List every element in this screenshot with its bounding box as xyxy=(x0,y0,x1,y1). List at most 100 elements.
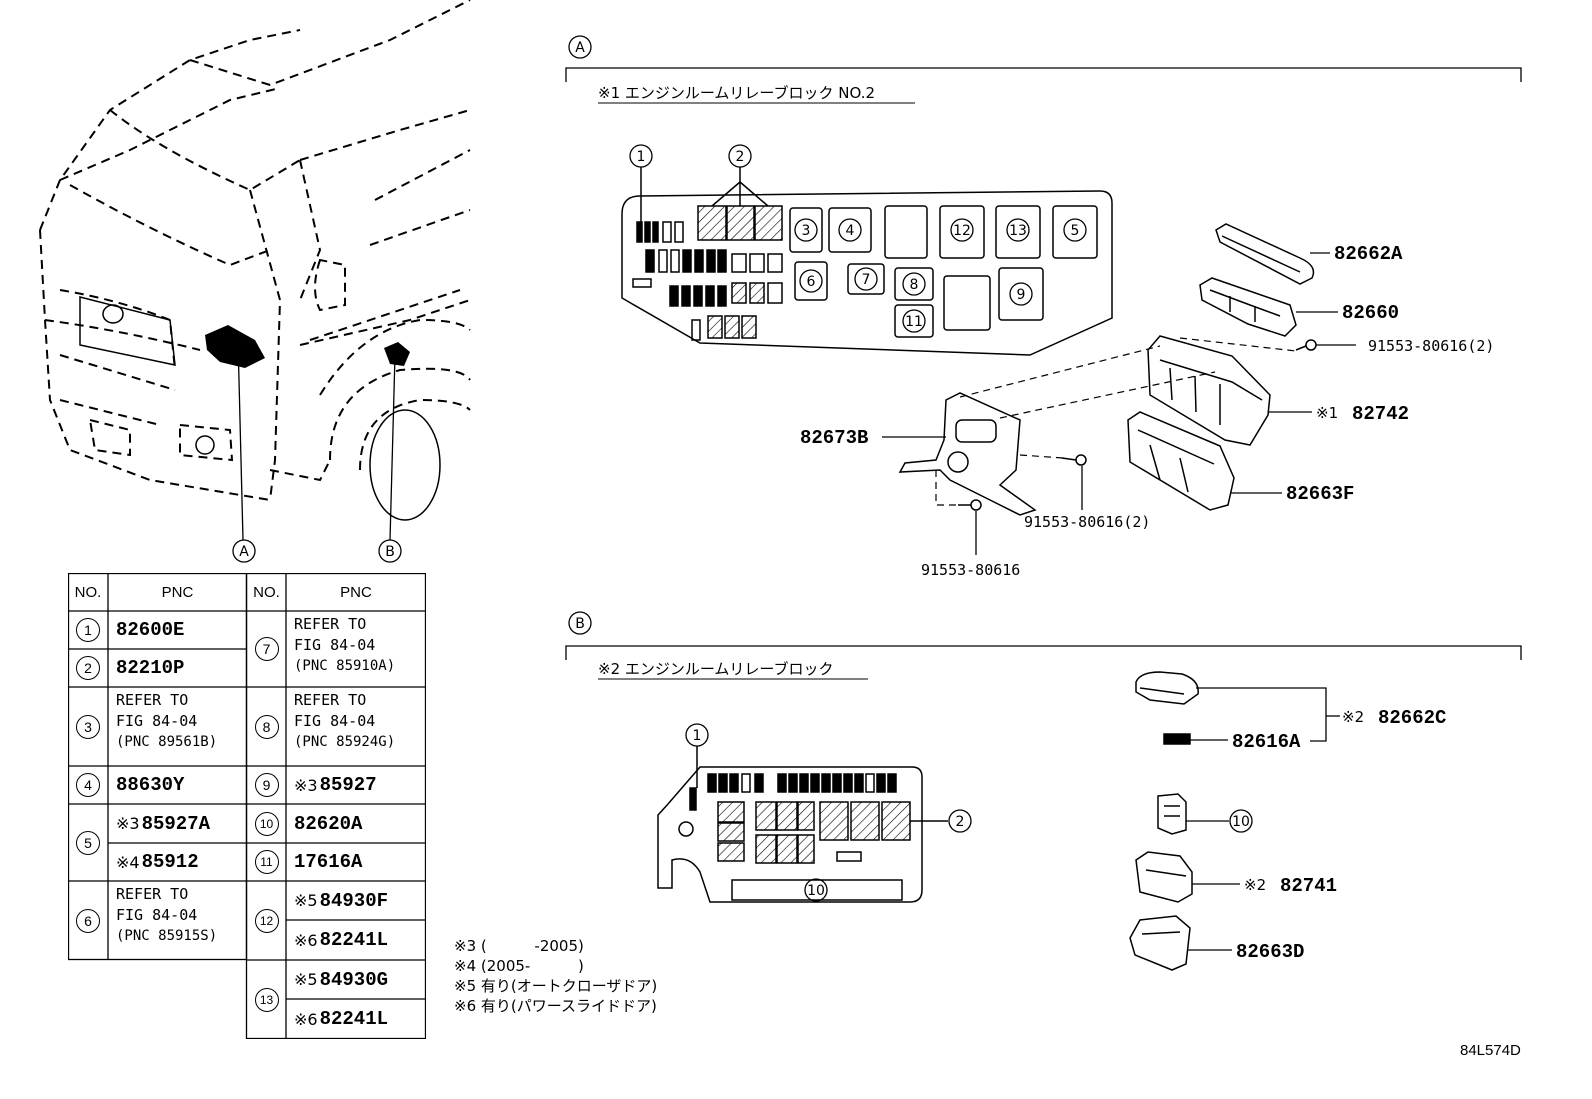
part-bolt-mid: 91553-80616(2) xyxy=(1024,513,1150,531)
table-row-no-8: 8 xyxy=(247,687,286,766)
figure-code: 84L574D xyxy=(1460,1042,1521,1059)
table-row-pnc-4: 88630Y xyxy=(116,774,185,796)
part-82663D: 82663D xyxy=(1236,941,1304,963)
pnc-table: NO. PNC NO. PNC 1 82600E 2 82210P 3 REFE… xyxy=(68,573,426,1039)
table-row-no-12: 12 xyxy=(247,881,286,960)
part-82662C: 82662C xyxy=(1378,707,1446,729)
table-row-no-3: 3 xyxy=(68,687,108,766)
part-82662A: 82662A xyxy=(1334,243,1403,265)
relay-block-a xyxy=(621,167,1113,356)
parts-b-callout-10-label: 10 xyxy=(1232,814,1250,830)
relay-block-b xyxy=(657,746,948,903)
table-row-no-4: 4 xyxy=(68,766,108,804)
table-header-no-right: NO. xyxy=(253,583,280,601)
vehicle-callout-b-label: B xyxy=(385,544,395,560)
relay-block-location-marks xyxy=(205,325,410,368)
vehicle-callout-a: A xyxy=(232,539,256,563)
callout-a-5: 5 xyxy=(1071,223,1080,239)
table-row-no-6: 6 xyxy=(68,881,108,960)
parts-b-drawings xyxy=(1129,671,1199,971)
table-row-no-11: 11 xyxy=(247,843,286,881)
part-bolt-top: 91553-80616(2) xyxy=(1368,337,1494,355)
part-82660: 82660 xyxy=(1342,302,1399,324)
section-a-title: ※1 エンジンルームリレーブロック NO.2 xyxy=(598,84,875,102)
callout-a-3: 3 xyxy=(802,223,811,239)
callout-a-8: 8 xyxy=(910,277,919,293)
table-row-pnc-11: 17616A xyxy=(294,851,363,873)
parts-a-leaders xyxy=(882,252,1356,555)
footnote-6: ※6 有り(パワースライドドア) xyxy=(454,997,657,1015)
callout-b-2: 2 xyxy=(956,814,965,830)
table-row-pnc-10: 82620A xyxy=(294,812,363,835)
section-b-header: B ※2 エンジンルームリレーブロック xyxy=(565,611,1522,680)
part-82742: 82742 xyxy=(1352,403,1409,425)
footnote-5: ※5 有り(オートクローザドア) xyxy=(454,977,658,995)
table-row-no-7: 7 xyxy=(247,611,286,687)
footnotes: ※3 ( -2005) ※4 (2005- ) ※5 有り(オートクローザドア)… xyxy=(454,936,657,1016)
section-a-label: A xyxy=(575,40,585,56)
callout-a-12: 12 xyxy=(953,223,971,239)
vehicle-callout-b: B xyxy=(378,539,402,563)
part-82742-mark: ※1 xyxy=(1316,404,1338,422)
table-row-pnc-1: 82600E xyxy=(116,619,185,641)
parts-b-labels: ※2 82662C 82616A ※2 82741 82663D xyxy=(1232,707,1446,963)
section-a-header: A ※1 エンジンルームリレーブロック NO.2 xyxy=(565,35,1522,104)
part-82662C-mark: ※2 xyxy=(1342,708,1364,726)
footnote-4: ※4 (2005- ) xyxy=(454,957,584,975)
vehicle-callout-a-label: A xyxy=(239,544,249,560)
part-82741: 82741 xyxy=(1280,875,1337,897)
callout-b-10: 10 xyxy=(807,883,825,899)
part-bolt-low: 91553-80616 xyxy=(921,561,1020,579)
table-row-no-10: 10 xyxy=(247,804,286,843)
relay-block-b-callout-labels: 1 2 10 xyxy=(693,728,965,899)
part-82616A: 82616A xyxy=(1232,731,1301,753)
part-82663F: 82663F xyxy=(1286,483,1354,505)
parts-b-leaders xyxy=(1186,687,1340,951)
parts-a-dashed-guides xyxy=(935,337,1297,506)
callout-a-2: 2 xyxy=(736,149,745,165)
parts-a-drawings xyxy=(898,223,1317,516)
vehicle-solid-details xyxy=(79,296,441,521)
section-b-title: ※2 エンジンルームリレーブロック xyxy=(598,660,834,678)
footnote-3: ※3 ( -2005) xyxy=(454,937,584,955)
relay-block-a-callouts xyxy=(629,144,1087,333)
relay-block-b-callouts xyxy=(685,723,972,902)
parts-b-callout-10: 10 xyxy=(1229,809,1253,833)
table-row-pnc-2: 82210P xyxy=(116,657,185,679)
relay-block-a-callout-labels: 1 2 3 4 12 13 5 6 7 8 9 11 xyxy=(637,149,1080,330)
table-row-no-13: 13 xyxy=(247,960,286,1039)
callout-a-6: 6 xyxy=(807,274,816,290)
callout-a-4: 4 xyxy=(846,223,855,239)
table-row-no-1: 1 xyxy=(68,611,108,649)
table-header-pnc-left: PNC xyxy=(161,583,194,601)
table-row-no-5: 5 xyxy=(68,804,108,881)
section-b-label: B xyxy=(575,616,585,632)
callout-a-9: 9 xyxy=(1017,287,1026,303)
table-header-pnc-right: PNC xyxy=(340,583,372,601)
part-82741-mark: ※2 xyxy=(1244,876,1266,894)
table-header-no-left: NO. xyxy=(74,583,102,601)
table-row-no-2: 2 xyxy=(68,649,108,687)
vehicle-leader-lines xyxy=(237,339,396,541)
callout-a-11: 11 xyxy=(905,314,923,330)
vehicle-illustration xyxy=(39,0,471,501)
callout-b-1: 1 xyxy=(693,728,702,744)
callout-a-7: 7 xyxy=(862,272,871,288)
callout-a-1: 1 xyxy=(637,149,646,165)
table-row-no-9: 9 xyxy=(247,766,286,804)
pnc-table-grid xyxy=(68,573,426,1039)
callout-a-13: 13 xyxy=(1009,223,1027,239)
parts-a-labels: 82662A 82660 91553-80616(2) ※1 82742 826… xyxy=(800,243,1494,579)
